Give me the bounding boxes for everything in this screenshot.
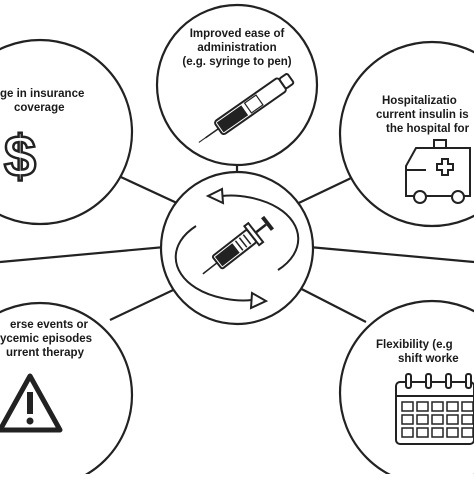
adverse-line-3: urrent therapy [6, 347, 84, 359]
flexibility-line-2: shift worke [398, 353, 459, 365]
calendar-icon [395, 373, 474, 445]
connector-left-edge [0, 244, 177, 264]
syringe-with-cycle-arrows-icon [174, 187, 300, 310]
node-hospital-label: Hospitalizatio current insulin is the ho… [376, 94, 474, 136]
administration-line-3: (e.g. syringe to pen) [182, 56, 292, 68]
node-adverse-label: erse events or ycemic episodes urrent th… [0, 318, 96, 360]
hospital-line-2: current insulin is [376, 109, 469, 121]
node-flexibility-label: Flexibility (e.g shift worke [372, 338, 474, 366]
warning-triangle-icon [0, 373, 63, 433]
node-circles [0, 3, 474, 479]
svg-text:$: $ [4, 124, 36, 189]
ambulance-icon [405, 139, 471, 204]
node-administration-circle [155, 3, 319, 167]
adverse-line-1: erse events or [10, 319, 88, 331]
adverse-line-2: ycemic episodes [0, 333, 93, 345]
insurance-line-2: coverage [14, 102, 65, 114]
node-adverse-circle [0, 301, 134, 479]
node-administration-label: Improved ease of administration (e.g. sy… [172, 27, 302, 69]
hospital-line-3: the hospital for [386, 123, 470, 135]
administration-line-2: administration [197, 42, 277, 54]
insulin-pen-icon [198, 73, 295, 143]
node-insurance-label: ge in insurance coverage [0, 87, 90, 115]
insurance-line-1: ge in insurance [0, 88, 85, 100]
connector-right-edge [297, 244, 474, 264]
flexibility-line-1: Flexibility (e.g [376, 339, 453, 351]
dollar-sign-icon: $ [3, 123, 38, 191]
node-insurance-circle [0, 38, 134, 226]
hospital-line-1: Hospitalizatio [382, 95, 457, 107]
administration-line-1: Improved ease of [189, 28, 285, 40]
